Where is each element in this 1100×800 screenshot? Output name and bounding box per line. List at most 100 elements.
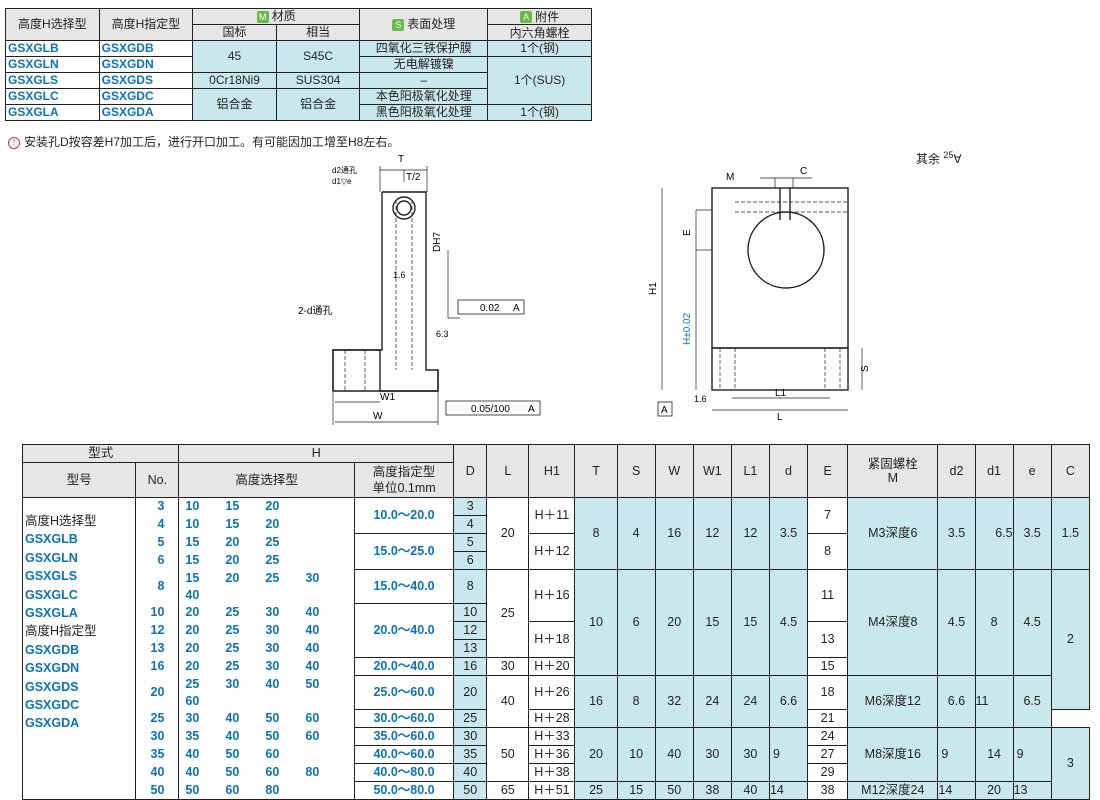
- no-cell: 13: [135, 639, 180, 658]
- model-code: GSXGLB: [25, 532, 78, 547]
- d1-cell: 11: [974, 675, 1014, 728]
- no-cell: 6: [135, 551, 180, 570]
- accessory-value: 1个(钢): [487, 104, 592, 121]
- c-cell: 2: [1050, 569, 1091, 710]
- model-select: GSXGLB: [5, 40, 100, 57]
- dim-t: T: [398, 154, 404, 165]
- h-spec-cell: 20.0～40.0: [353, 657, 455, 676]
- header-E: E: [807, 444, 849, 498]
- model-code: GSXGDB: [25, 642, 80, 657]
- d-cell: 10: [453, 603, 488, 622]
- e-cell: 15: [807, 657, 849, 676]
- rest-value: 25: [943, 150, 954, 160]
- surface-value: 黑色阳极氧化处理: [359, 104, 489, 121]
- l-cell: 40: [486, 675, 530, 728]
- m-cell: M8深度16: [847, 727, 939, 782]
- header-h-spec: 高度指定型单位0.1mm: [353, 462, 455, 498]
- h-spec-cell: 15.0～40.0: [353, 569, 455, 604]
- header-W: W: [654, 444, 694, 498]
- header-bolt: 紧固螺栓: [867, 457, 918, 471]
- parallelism-ref: A: [513, 303, 520, 314]
- model-code: GSXGDA: [25, 716, 80, 731]
- header-d1: d1: [974, 444, 1014, 498]
- e-small-cell: 3.5: [1012, 497, 1052, 570]
- accessory-value: 1个(钢): [487, 40, 592, 57]
- w1-cell: 24: [692, 675, 732, 728]
- bolt-head-circle: [392, 196, 416, 220]
- material-gb: 0Cr18Ni9: [192, 72, 277, 89]
- model-group-label: 高度H指定型: [25, 624, 97, 639]
- model-select: GSXGLN: [5, 56, 100, 73]
- header-W1: W1: [692, 444, 732, 498]
- l-cell: 50: [486, 727, 530, 782]
- t-cell: 16: [574, 675, 618, 728]
- h-spec-cell: 15.0～25.0: [353, 533, 455, 570]
- d1-cell: 14: [974, 727, 1014, 782]
- surface-value: –: [359, 72, 489, 89]
- no-cell: 25: [135, 709, 180, 728]
- header-h-select: 高度选择型: [178, 462, 355, 498]
- h-spec-cell: 20.0～40.0: [353, 603, 455, 658]
- accessory-badge: A: [520, 11, 533, 24]
- no-cell: 16: [135, 657, 180, 676]
- rest-label: 其余: [916, 152, 941, 166]
- l-cell: 25: [486, 569, 530, 658]
- dim-m: M: [726, 172, 734, 183]
- w1-cell: 38: [692, 781, 732, 800]
- m-cell: M4深度8: [847, 569, 939, 676]
- header-m-symbol: M: [887, 471, 898, 485]
- d-cell: 20: [453, 675, 488, 710]
- h-spec-cell: 35.0～60.0: [353, 727, 455, 746]
- surface-roughness-rest: 其余 25∀: [916, 150, 962, 167]
- surface-value: 四氧化三铁保护膜: [359, 40, 489, 57]
- model-select: GSXGLS: [5, 72, 100, 89]
- header-d2: d2: [937, 444, 976, 498]
- e-cell: 21: [807, 709, 849, 728]
- d2-cell: 9: [937, 727, 976, 782]
- h-spec-label: 高度指定型: [372, 465, 436, 479]
- dim-h: H±0.02: [682, 312, 693, 345]
- header-d: d: [768, 444, 809, 498]
- no-cell: 35: [135, 745, 180, 764]
- l1-cell: 24: [730, 675, 770, 728]
- d-cell: 8: [453, 569, 488, 604]
- roughness-3: 1.6: [694, 394, 707, 404]
- dim-dh7: DH7: [432, 232, 443, 252]
- accessory-label: 附件: [535, 9, 560, 24]
- e-cell: 8: [807, 533, 849, 570]
- surface-badge: S: [392, 18, 405, 31]
- no-cell: 4: [135, 515, 180, 534]
- no-cell: 12: [135, 621, 180, 640]
- t-cell: 8: [574, 497, 618, 570]
- parallelism-frame: [457, 299, 525, 315]
- technical-drawing: T T/2 d2通孔 d1▽e DH7 1.6 2-d通孔 6.3 0.02 A…: [298, 154, 871, 425]
- accessory-value: 1个(SUS): [487, 56, 592, 105]
- t-cell: 10: [574, 569, 618, 676]
- e-small-cell: 9: [1012, 727, 1052, 782]
- h1-cell: H＋16: [528, 569, 576, 622]
- h1-cell: H＋11: [528, 497, 576, 534]
- col-accessory-bolt: 内六角螺栓: [487, 24, 592, 41]
- d2-cell: 4.5: [937, 569, 976, 676]
- shaft-hole: [747, 211, 825, 289]
- d-small-cell: 6.6: [768, 675, 809, 728]
- col-h-specify: 高度H指定型: [98, 8, 194, 41]
- l1-cell: 40: [730, 781, 770, 800]
- s-cell: 4: [616, 497, 656, 570]
- w1-cell: 15: [692, 569, 732, 676]
- header-e: e: [1012, 444, 1052, 498]
- header-no: No.: [135, 462, 180, 498]
- h1-cell: H＋33: [528, 727, 576, 746]
- header-model: 型号: [21, 462, 137, 498]
- dim-l: L: [777, 412, 783, 423]
- model-specify: GSXGDC: [98, 88, 194, 105]
